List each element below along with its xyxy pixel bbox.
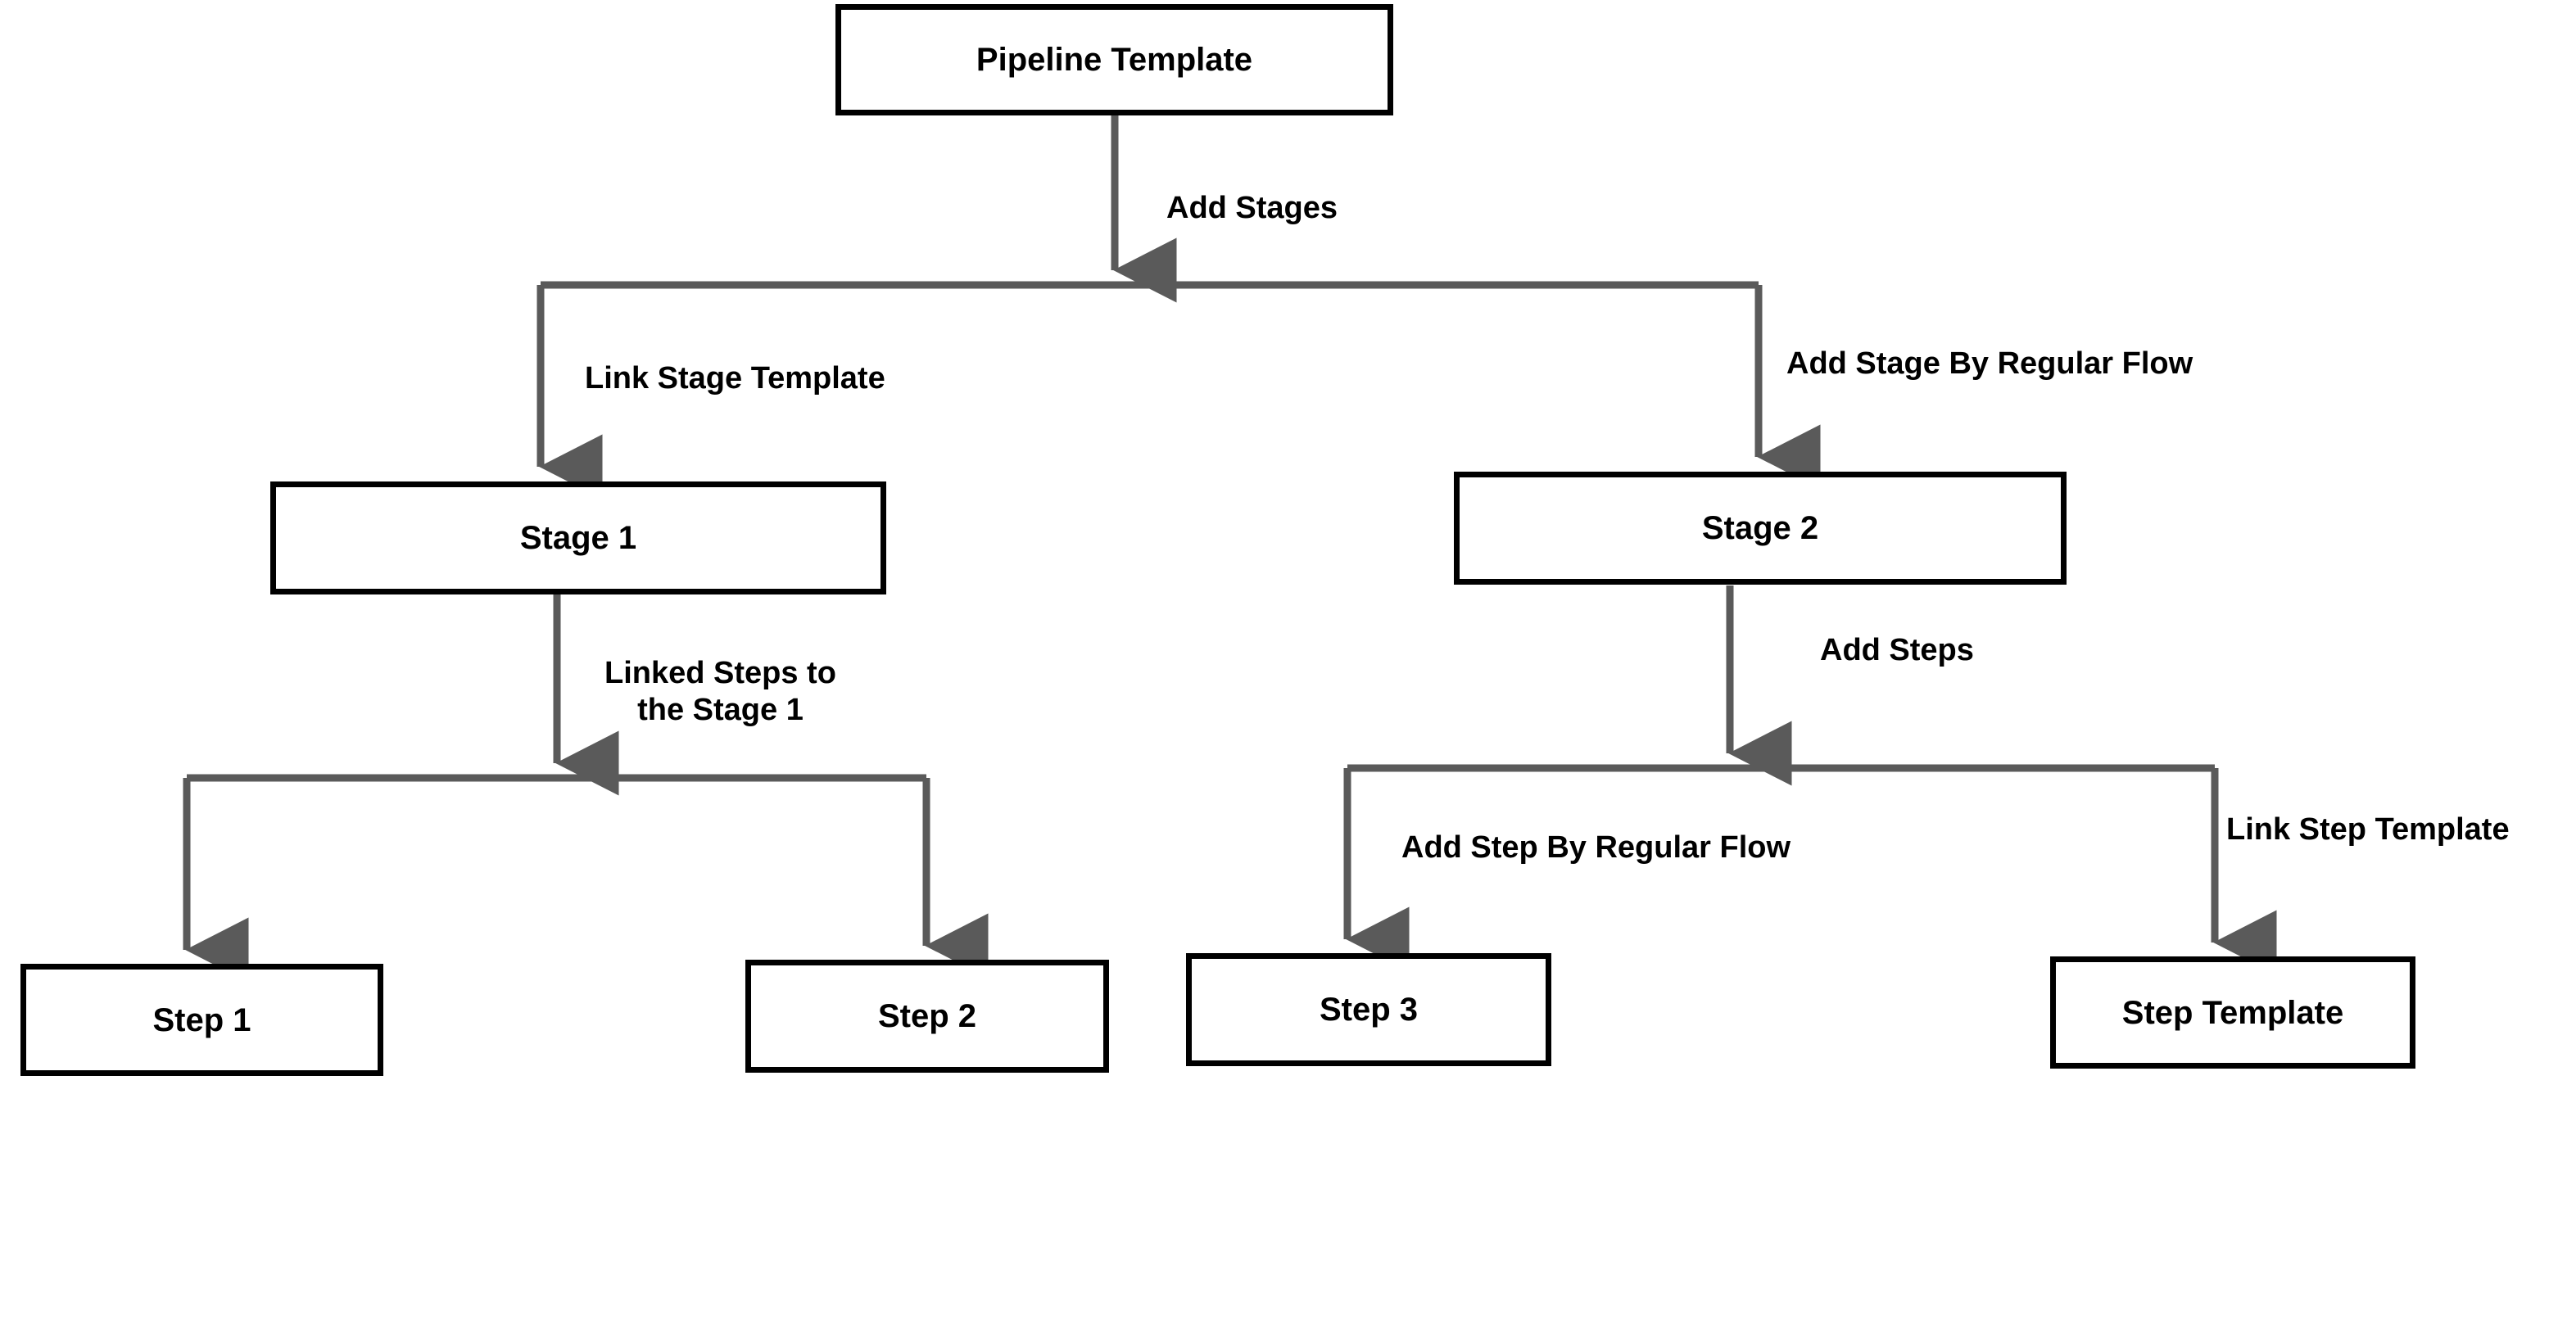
node-step-1[interactable]: Step 1 [20,964,383,1076]
edge-label-linked-steps-to-the-stage-1: Linked Steps to the Stage 1 [604,656,836,727]
node-pipeline-template[interactable]: Pipeline Template [835,4,1393,115]
edge-label-add-steps: Add Steps [1820,633,1974,667]
edge-label-add-stages: Add Stages [1166,191,1338,225]
node-stage-1-label: Stage 1 [519,520,637,556]
node-stage-1[interactable]: Stage 1 [270,481,886,594]
node-step-template-label: Step Template [2121,994,2344,1031]
node-step-3-label: Step 3 [1319,992,1419,1028]
node-step-3[interactable]: Step 3 [1186,953,1551,1066]
edge-label-add-stage-by-regular-flow: Add Stage By Regular Flow [1786,346,2193,381]
node-step-1-label: Step 1 [152,1001,251,1038]
edge-label-link-stage-template: Link Stage Template [585,361,885,396]
edge-label-add-step-by-regular-flow: Add Step By Regular Flow [1401,830,1791,865]
node-stage-2[interactable]: Stage 2 [1454,472,2067,585]
node-stage-2-label: Stage 2 [1701,510,1819,546]
edge-label-link-step-template: Link Step Template [2226,812,2510,847]
node-step-template[interactable]: Step Template [2050,956,2415,1069]
node-step-2-label: Step 2 [877,998,977,1034]
node-step-2[interactable]: Step 2 [745,960,1109,1073]
node-pipeline-template-label: Pipeline Template [976,42,1253,78]
